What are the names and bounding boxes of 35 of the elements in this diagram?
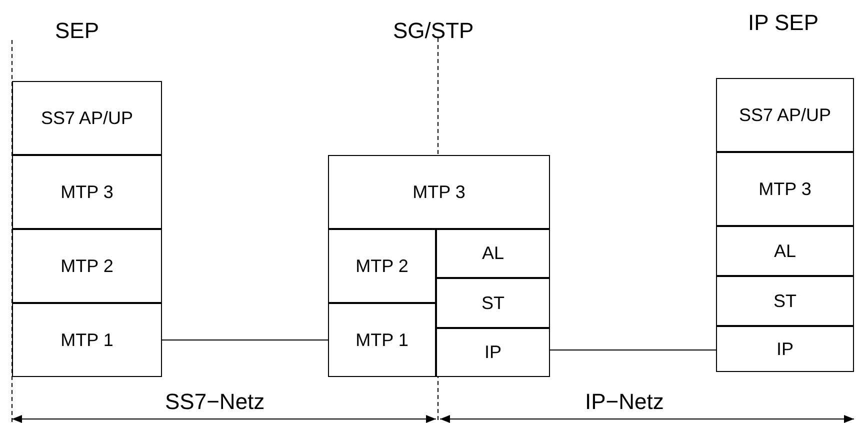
- protocol-layer-box: [328, 229, 436, 303]
- protocol-layer-box: [12, 155, 162, 229]
- layer-name: MTP 3: [412, 182, 466, 202]
- protocol-layer-box: [716, 276, 854, 326]
- protocol-layer-box: [12, 303, 162, 377]
- protocol-layer-box: [716, 152, 854, 226]
- node-heading: IP SEP: [748, 10, 819, 36]
- protocol-layer-box: [436, 229, 550, 278]
- protocol-layer-box: [716, 78, 854, 152]
- layer-name: SS7 AP/UP: [40, 108, 134, 128]
- layer-name: MTP 3: [60, 182, 114, 202]
- protocol-layer-box: [716, 226, 854, 276]
- layer-name: ST: [773, 290, 796, 312]
- node-heading: SG/STP: [393, 18, 474, 44]
- protocol-layer-box: [436, 328, 550, 377]
- protocol-layer-box: [328, 303, 436, 377]
- layer-name: SS7 AP/UP: [738, 104, 832, 126]
- network-label: SS7−Netz: [165, 389, 265, 415]
- layer-name: AL: [482, 243, 504, 264]
- network-label: IP−Netz: [585, 389, 664, 415]
- protocol-layer-box: [12, 81, 162, 155]
- protocol-layer-box: [436, 278, 550, 328]
- layer-name: MTP 3: [758, 178, 812, 200]
- layer-name: MTP 1: [60, 330, 114, 350]
- layer-name: MTP 1: [356, 330, 408, 350]
- layer-name: MTP 2: [60, 256, 114, 276]
- layer-name: MTP 2: [356, 256, 408, 276]
- protocol-layer-box: [12, 229, 162, 303]
- protocol-layer-box: [328, 155, 550, 229]
- layer-name: AL: [774, 240, 796, 262]
- layer-name: IP: [484, 342, 502, 363]
- layer-name: IP: [776, 338, 794, 360]
- node-heading: SEP: [55, 18, 100, 44]
- protocol-layer-box: [716, 326, 854, 372]
- layer-name: ST: [481, 292, 504, 314]
